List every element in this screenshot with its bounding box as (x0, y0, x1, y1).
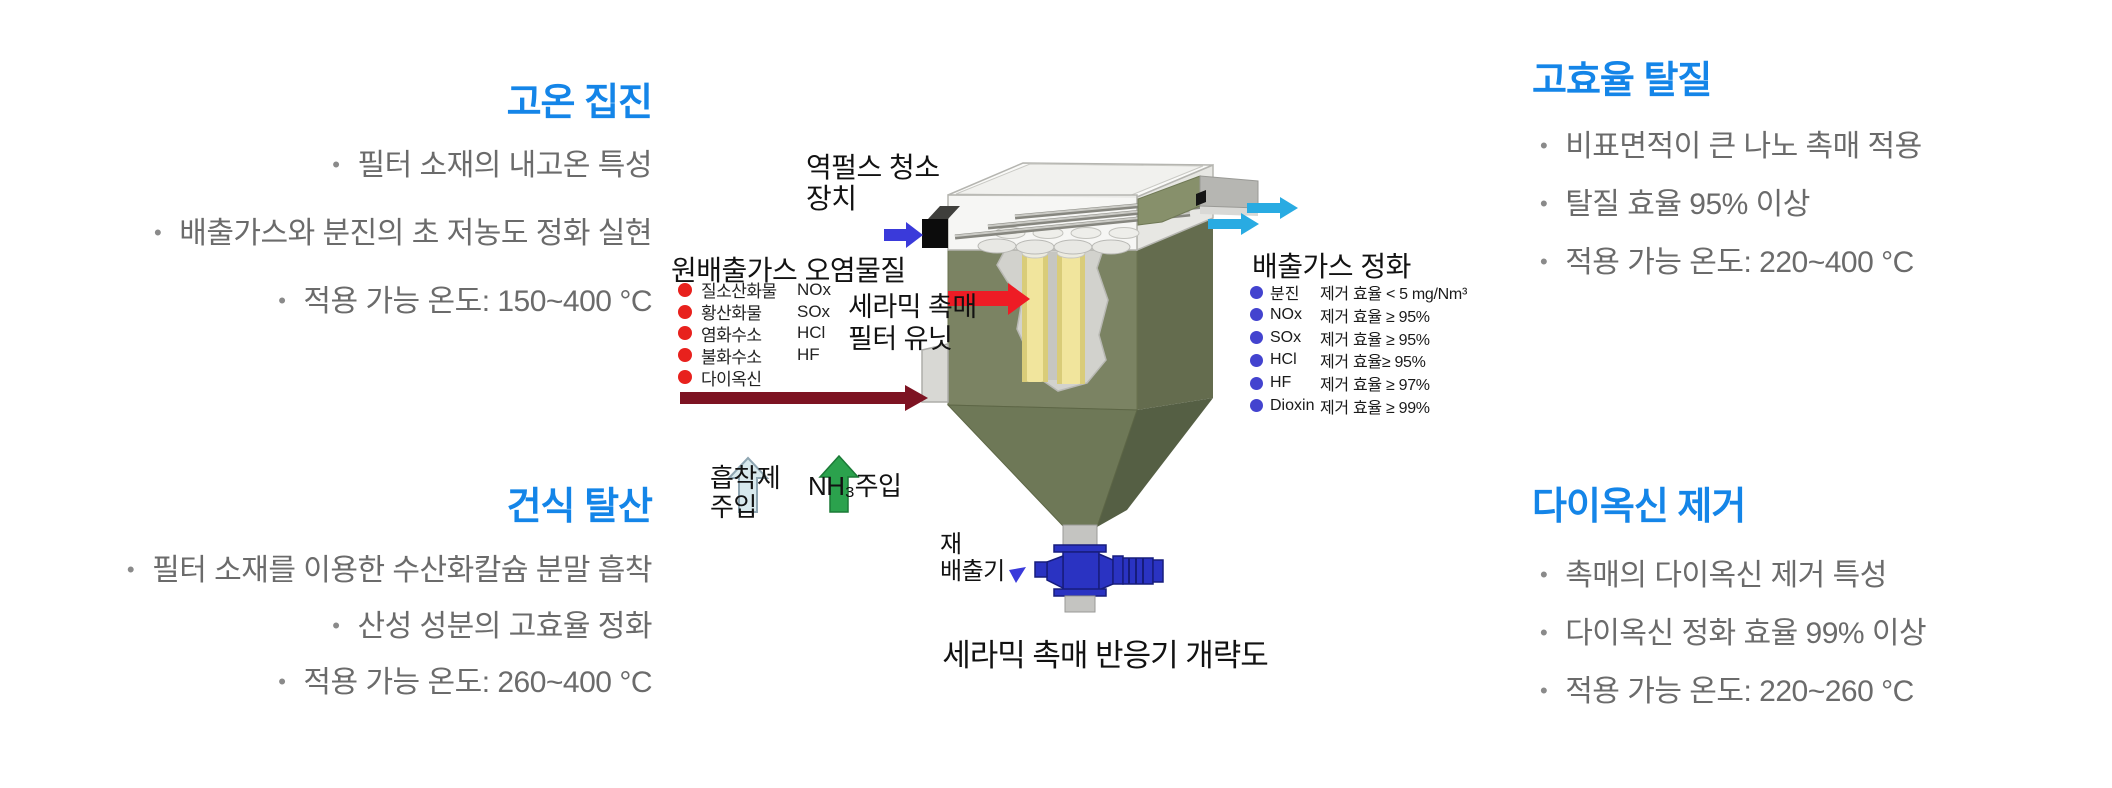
pulse-cleaner-box (922, 219, 948, 248)
red-dot-icon (678, 304, 692, 319)
ash-pipe-lower (1064, 595, 1096, 613)
bullet-text: 배출가스와 분진의 초 저농도 정화 실현 (179, 217, 652, 250)
bullet-text: 적용 가능 온도: 260~400 °C (303, 666, 652, 699)
bullet-text: 다이옥신 정화 효율 99% 이상 (1565, 617, 1927, 650)
filter-unit-arrow-icon (948, 283, 1030, 315)
bullet-line: • 적용 가능 온도: 220~400 °C (1532, 243, 2106, 282)
raw-gas-inlet-arrow-icon (680, 385, 928, 411)
bullet-text: 적용 가능 온도: 150~400 °C (303, 285, 652, 318)
pulse-cleaner-top (928, 206, 960, 219)
ash-pipe-upper (1062, 524, 1098, 548)
bullet-text: 적용 가능 온도: 220~260 °C (1565, 675, 1914, 708)
blue-dot-icon (1250, 353, 1263, 367)
bullet-line: • 적용 가능 온도: 150~400 °C (20, 282, 652, 321)
inlet-duct-stub (921, 343, 949, 403)
outlet-duct (1137, 175, 1259, 226)
bullet-line: • 필터 소재를 이용한 수산화칼슘 분말 흡착 (0, 551, 653, 590)
bullet-dot: • (1540, 678, 1548, 703)
bullet-line: • 배출가스와 분진의 초 저농도 정화 실현 (20, 214, 652, 253)
nh3-injection-label: NH₃주입 (808, 471, 902, 501)
bullet-dot: • (1540, 620, 1548, 645)
bullet-dot: • (1540, 249, 1548, 274)
filter-unit-label: 세라믹 촉매 필터 유닛 (848, 292, 977, 354)
bullet-line: • 적용 가능 온도: 260~400 °C (0, 663, 652, 702)
bullet-text: 필터 소재를 이용한 수산화칼슘 분말 흡착 (152, 554, 652, 587)
vessel-side-face (1137, 218, 1213, 410)
bullet-dot: • (278, 288, 286, 313)
diagram-caption: 세라믹 촉매 반응기 개략도 (942, 638, 1269, 673)
pulse-air-arrow-icon (884, 222, 923, 248)
candle-gap (1048, 252, 1058, 380)
bullet-dot: • (1540, 133, 1548, 158)
adsorbent-injection-label: 흡착제 주입 (710, 463, 781, 522)
raw-gas-item: 다이옥신 (678, 366, 831, 389)
red-dot-icon (678, 348, 692, 363)
bullet-dot: • (154, 220, 162, 245)
bullet-line: • 다이옥신 정화 효율 99% 이상 (1532, 614, 2106, 653)
bullet-dot: • (278, 669, 286, 694)
bullet-text: 산성 성분의 고효율 정화 (357, 610, 652, 643)
red-dot-icon (678, 282, 692, 297)
section-high-temp-dust-collection: 고온 집진 • 필터 소재의 내고온 특성 • 배출가스와 분진의 초 저농도 정화… (20, 82, 653, 350)
bullet-dot: • (1540, 562, 1548, 587)
ash-pointer-icon (1009, 567, 1026, 583)
section-high-efficiency-denox: 고효율 탈질 • 비표면적이 큰 나노 촉매 적용 • 탈질 효율 95% 이상 •… (1532, 60, 2106, 301)
bullet-dot: • (332, 152, 340, 177)
section-title: 다이옥신 제거 (1532, 486, 1746, 528)
ceramic-catalyst-reactor-drawing (680, 162, 1298, 613)
bullet-dot: • (1540, 191, 1548, 216)
bullet-text: 비표면적이 큰 나노 촉매 적용 (1565, 130, 1922, 163)
pulse-cleaner-label: 역펄스 청소 장치 (806, 152, 940, 214)
rotary-valve (1034, 544, 1164, 597)
ash-discharger-label: 재 배출기 (940, 531, 1005, 585)
bullet-line: • 촉매의 다이옥신 제거 특성 (1532, 556, 2106, 595)
adsorbent-injection-arrow-icon (726, 456, 770, 513)
section-title: 고효율 탈질 (1532, 60, 1712, 102)
bullet-line: • 산성 성분의 고효율 정화 (0, 607, 652, 646)
raw-gas-legend-title: 원배출가스 오염물질 (671, 255, 906, 286)
red-dot-icon (678, 370, 692, 385)
blue-dot-icon (1250, 399, 1263, 413)
section-title: 고온 집진 (506, 82, 653, 124)
bullet-dot: • (332, 613, 340, 638)
blue-dot-icon (1250, 285, 1263, 299)
bullet-line: • 비표면적이 큰 나노 촉매 적용 (1532, 127, 2106, 166)
bullet-line: • 탈질 효율 95% 이상 (1532, 185, 2106, 224)
blue-dot-icon (1250, 308, 1263, 322)
bullet-text: 필터 소재의 내고온 특성 (357, 149, 652, 182)
clean-gas-arrow-upper-icon (1247, 197, 1298, 219)
bullet-line: • 적용 가능 온도: 220~260 °C (1532, 672, 2106, 711)
section-dioxin-removal: 다이옥신 제거 • 촉매의 다이옥신 제거 특성 • 다이옥신 정화 효율 99% … (1532, 486, 2106, 730)
clean-gas-legend-title: 배출가스 정화 (1252, 251, 1411, 282)
hopper-side-face (1097, 398, 1213, 527)
bullet-text: 촉매의 다이옥신 제거 특성 (1565, 559, 1887, 592)
bullet-text: 탈질 효율 95% 이상 (1565, 188, 1810, 221)
ceramic-filter-candles (1021, 247, 1086, 384)
clean-gas-arrow-lower-icon (1208, 213, 1259, 235)
section-title: 건식 탈산 (506, 486, 653, 528)
blue-dot-icon (1250, 376, 1263, 390)
bullet-line: • 필터 소재의 내고온 특성 (20, 146, 652, 185)
red-dot-icon (678, 326, 692, 341)
bullet-dot: • (126, 557, 135, 582)
section-dry-deacidification: 건식 탈산 • 필터 소재를 이용한 수산화칼슘 분말 흡착 • 산성 성분의 고효… (0, 486, 653, 719)
bullet-text: 적용 가능 온도: 220~400 °C (1565, 246, 1914, 279)
nh3-injection-arrow-icon (818, 454, 860, 513)
blue-dot-icon (1250, 331, 1263, 345)
